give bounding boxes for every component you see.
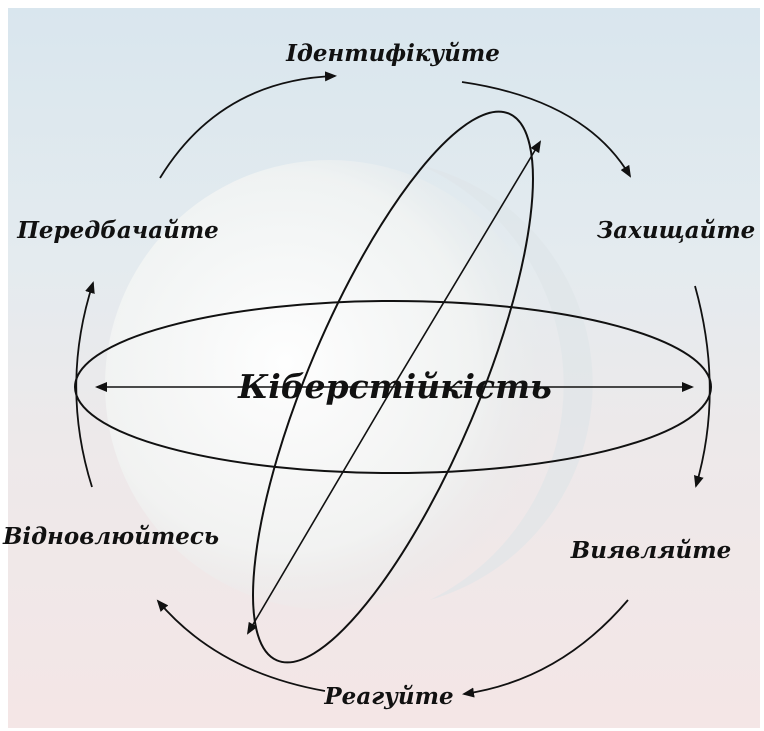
stage-identify: Ідентифікуйте (285, 40, 500, 67)
arc-protect-to-detect (695, 286, 710, 486)
arc-identify-to-protect (462, 82, 630, 176)
stage-detect: Виявляйте (570, 537, 731, 564)
stage-anticipate: Передбачайте (16, 217, 219, 244)
center-label: Кіберстійкість (237, 367, 552, 406)
arc-recover-to-anticipate (76, 283, 93, 487)
arc-respond-to-recover (158, 601, 325, 691)
stage-respond: Реагуйте (323, 683, 453, 710)
arc-detect-to-respond (464, 600, 628, 694)
stage-protect: Захищайте (597, 217, 756, 244)
stage-recover: Відновлюйтесь (2, 523, 219, 550)
